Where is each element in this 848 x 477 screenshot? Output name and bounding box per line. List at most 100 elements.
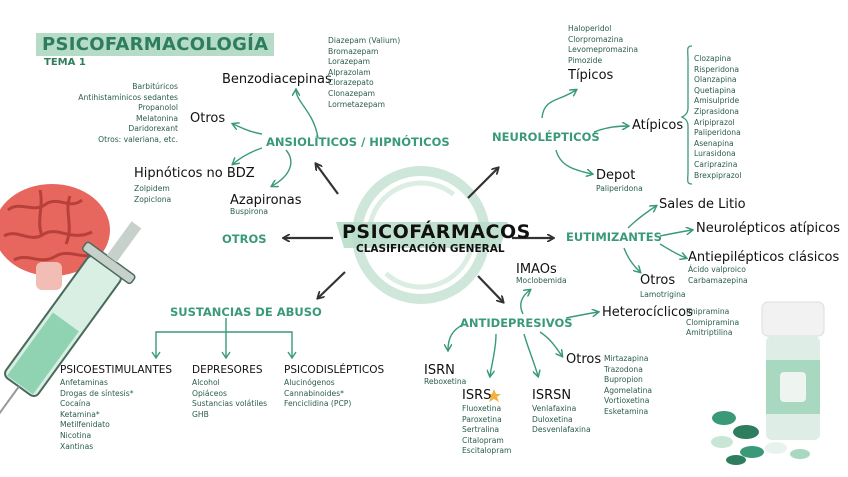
center-banner: [336, 222, 508, 248]
isrn-list: Reboxetina: [424, 377, 466, 388]
brain-icon: [0, 184, 110, 290]
neuro-atipicos-label: Neurolépticos atípicos: [696, 221, 840, 236]
list-item: Daridorexant: [128, 124, 178, 134]
sub-arrows: [151, 90, 692, 376]
isrsn-label: ISRSN: [532, 388, 572, 403]
atipicos-label: Atípicos: [632, 118, 684, 133]
psicodislepticos-label: PSICODISLÉPTICOS: [284, 364, 385, 376]
list-item: Antihistamínicos sedantes: [78, 92, 178, 102]
tipicos-label: Típicos: [568, 68, 614, 83]
atipicos-bracket: [680, 45, 693, 185]
list-item: Escitalopram: [462, 446, 512, 456]
list-item: Moclobemida: [516, 276, 567, 285]
list-item: Lurasidona: [694, 149, 736, 159]
list-item: Lorazepam: [328, 57, 371, 67]
imaos-label: IMAOs: [516, 262, 557, 277]
list-item: Paroxetina: [462, 414, 502, 424]
page-title: PSICOFARMACOLOGÍA: [42, 34, 269, 55]
pill-bottle-icon: [761, 301, 825, 440]
list-item: Risperidona: [694, 64, 739, 74]
ansioliticos-otros-label: Otros: [190, 111, 226, 126]
isrs-label: ISRS: [462, 388, 492, 403]
list-item: Esketamina: [604, 406, 649, 416]
psicoestimulantes-label: PSICOESTIMULANTES: [60, 364, 173, 376]
list-item: Ácido valproico: [688, 265, 746, 274]
azapironas-label: Azapironas: [230, 193, 302, 208]
list-item: Asenapina: [694, 138, 734, 148]
imaos-list: Moclobemida: [516, 276, 567, 287]
litio-label: Sales de Litio: [659, 197, 746, 212]
center-subtitle: CLASIFICACIÓN GENERAL: [356, 243, 505, 255]
syringe-icon: [0, 221, 142, 420]
list-item: Otros: valeriana, etc.: [98, 134, 178, 144]
list-item: Drogas de síntesis*: [60, 388, 134, 398]
list-item: Paliperidona: [596, 184, 643, 193]
category-otros: OTROS: [222, 232, 267, 246]
page-subtitle: TEMA 1: [44, 57, 86, 68]
list-item: Cannabinoides*: [284, 388, 344, 398]
eutimizantes-otros-list: Lamotrigina: [640, 290, 686, 301]
title-box: PSICOFARMACOLOGÍA: [36, 33, 275, 56]
list-item: Paliperidona: [694, 128, 741, 138]
list-item: Levomepromazina: [568, 45, 639, 55]
list-item: Alucinógenos: [284, 378, 335, 387]
star-icon: [487, 389, 501, 402]
list-item: Cocaína: [60, 399, 91, 409]
main-arrows: [284, 164, 553, 302]
list-item: Zolpidem: [134, 184, 170, 193]
list-item: Sertralina: [462, 425, 500, 435]
list-item: Clorazepato: [328, 78, 374, 88]
category-ansioliticos: ANSIOLÍTICOS / HIPNÓTICOS: [266, 135, 450, 149]
category-abuso: SUSTANCIAS DE ABUSO: [170, 305, 322, 319]
list-item: Metilfenidato: [60, 420, 110, 430]
isrn-label: ISRN: [424, 363, 455, 378]
azapironas-list: Buspirona: [230, 207, 268, 218]
list-item: Reboxetina: [424, 377, 467, 386]
pills-icon: [711, 411, 810, 465]
list-item: Citalopram: [462, 435, 504, 445]
list-item: Ziprasidona: [694, 106, 739, 116]
list-item: Clomipramina: [686, 317, 740, 327]
list-item: Opiáceos: [192, 388, 228, 398]
list-item: GHB: [192, 409, 209, 419]
list-item: Propanolol: [138, 103, 178, 113]
list-item: Haloperidol: [568, 24, 612, 33]
list-item: Alcohol: [192, 378, 220, 387]
hipnoticos-label: Hipnóticos no BDZ: [134, 166, 255, 181]
list-item: Agomelatina: [604, 385, 653, 395]
list-item: Diazepam (Valium): [328, 36, 401, 45]
antiepilepticos-label: Antiepilépticos clásicos: [688, 250, 840, 265]
list-item: Sustancias volátiles: [192, 399, 268, 409]
center-title: PSICOFÁRMACOS: [342, 221, 531, 243]
list-item: Cariprazina: [694, 159, 738, 169]
list-item: Duloxetina: [532, 414, 573, 424]
list-item: Ketamina*: [60, 409, 100, 419]
list-item: Xantinas: [60, 441, 94, 451]
eutimizantes-otros-label: Otros: [640, 273, 676, 288]
list-item: Nicotina: [60, 430, 92, 440]
list-item: Alprazolam: [328, 67, 371, 77]
category-eutimizantes: EUTIMIZANTES: [566, 230, 662, 244]
depresores-label: DEPRESORES: [192, 364, 263, 376]
list-item: Lamotrigina: [640, 290, 686, 299]
list-item: Zopiclona: [134, 194, 172, 204]
list-item: Fenciclidina (PCP): [284, 399, 352, 409]
list-item: Anfetaminas: [60, 378, 108, 387]
list-item: Brexpiprazol: [694, 170, 742, 180]
list-item: Lormetazepam: [328, 99, 385, 109]
list-item: Clorpromazina: [568, 34, 624, 44]
list-item: Amitriptilina: [686, 328, 733, 338]
list-item: Quetiapina: [694, 85, 736, 95]
